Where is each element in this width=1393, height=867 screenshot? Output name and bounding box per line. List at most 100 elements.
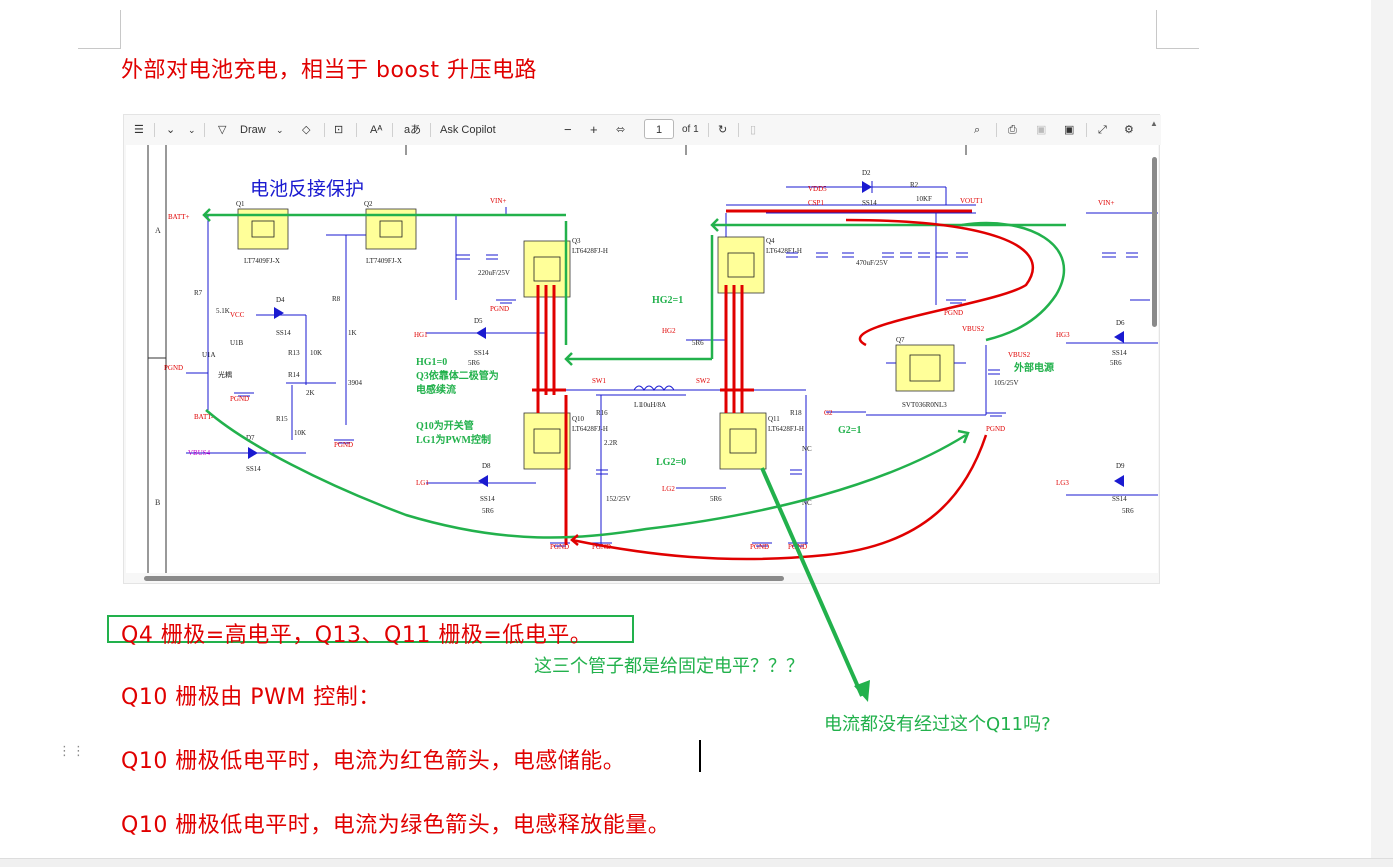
pgnd-label: PGND — [986, 425, 1005, 433]
row-marker-a: A — [155, 226, 161, 235]
pgnd-label: PGND — [788, 543, 807, 551]
u1-label: U1A — [202, 351, 216, 359]
annot-q10-2: LG1为PWM控制 — [416, 433, 491, 446]
settings-icon[interactable]: ⚙ — [1124, 124, 1134, 136]
annot-hg1: HG1=0 — [416, 357, 447, 368]
l1-value: 10uH/8A — [640, 401, 666, 409]
print-icon[interactable]: ⎙ — [1008, 124, 1017, 136]
two-page-icon[interactable]: ▯ — [750, 124, 757, 136]
net-vbus4: VBUS4 — [188, 449, 211, 457]
annot-q10-1: Q10为开关管 — [416, 419, 474, 432]
pdf-viewer[interactable]: ☰ ⌄ ⌄ ▽ Draw ⌄ ◇ ⊡ Aᴬ aあ Ask Copilot − +… — [123, 114, 1161, 584]
u1b-label: U1B — [230, 339, 244, 347]
fit-width-icon[interactable]: ⬄ — [616, 124, 626, 136]
pgnd-label: PGND — [334, 441, 353, 449]
vertical-scrollbar[interactable] — [1152, 157, 1157, 327]
r18-value: NC — [802, 445, 812, 453]
d8-label: D8 — [482, 462, 491, 470]
zoom-in-button[interactable]: + — [590, 122, 598, 137]
ask-copilot-button[interactable]: Ask Copilot — [440, 124, 496, 136]
q7-label: Q7 — [896, 336, 905, 344]
schematic-title: 电池反接保护 — [250, 178, 364, 200]
pgnd-label: PGND — [490, 305, 509, 313]
net-vin-right: VIN+ — [1098, 199, 1114, 207]
r15-label: R15 — [276, 415, 288, 423]
separator — [356, 123, 357, 137]
horizontal-scrollbar[interactable] — [144, 576, 784, 581]
annot-lg2: LG2=0 — [656, 457, 686, 468]
fullscreen-icon[interactable]: ⤢ — [1098, 124, 1107, 136]
draw-button[interactable]: Draw — [240, 124, 266, 136]
line-pwm: Q10 栅极由 PWM 控制： — [121, 685, 381, 710]
photo-label: 光耦 — [218, 370, 232, 379]
r16-label: R16 — [596, 409, 608, 417]
contents-icon[interactable]: ☰ — [134, 124, 144, 136]
chip-q7 — [895, 344, 955, 392]
r15-value: 10K — [294, 429, 306, 437]
r16-value: 2.2R — [604, 439, 618, 447]
highlight-icon[interactable]: ⌄ — [166, 124, 176, 136]
scroll-up-icon[interactable]: ▲ — [1150, 119, 1158, 128]
search-icon[interactable]: ⌕ — [974, 124, 981, 136]
line-green: Q10 栅极低电平时，电流为绿色箭头，电感释放能量。 — [121, 813, 671, 838]
translate-icon[interactable]: aあ — [404, 124, 422, 136]
pgnd-label: PGND — [550, 543, 569, 551]
d6-label: D6 — [1116, 319, 1125, 327]
draw-icon[interactable]: ▽ — [218, 124, 227, 136]
line-red: Q10 栅极低电平时，电流为红色箭头，电感储能。 — [121, 749, 626, 774]
document-scrollbar[interactable] — [1371, 0, 1393, 866]
diode-symbols — [248, 181, 1124, 487]
page-number-input[interactable]: 1 — [644, 119, 674, 139]
q10-type: LT6428FJ-H — [572, 425, 608, 433]
separator — [430, 123, 431, 137]
r11-value: 5R6 — [468, 359, 480, 367]
r20-value: 5R6 — [710, 495, 722, 503]
net-vin: VIN+ — [490, 197, 506, 205]
separator — [738, 123, 739, 137]
q10-label: Q10 — [572, 415, 585, 423]
net-lg3: LG3 — [1056, 479, 1069, 487]
save-icon[interactable]: ▣ — [1036, 124, 1047, 136]
page-total: of 1 — [682, 124, 699, 135]
d2-label: D2 — [862, 169, 871, 177]
pgnd-label: PGND — [750, 543, 769, 551]
d7-type: SS14 — [246, 465, 261, 473]
c27-value: 152/25V — [606, 495, 631, 503]
separator — [708, 123, 709, 137]
r14-value: 2K — [306, 389, 315, 397]
eraser-icon[interactable]: ◇ — [302, 124, 311, 136]
q3-type: LT6428FJ-H — [572, 247, 608, 255]
page-corner-right — [1156, 10, 1199, 49]
r5-value: 5R6 — [692, 339, 704, 347]
r8-label: R8 — [332, 295, 341, 303]
net-csp1: CSP1 — [808, 199, 824, 207]
d5-type: SS14 — [474, 349, 489, 357]
q4-type: LT6428FJ-H — [766, 247, 802, 255]
textbox-icon[interactable]: ⊡ — [334, 124, 344, 136]
red-current-paths — [532, 209, 972, 545]
r12-value: 5R6 — [1110, 359, 1122, 367]
annot-hg2: HG2=1 — [652, 295, 683, 306]
r13-label: R13 — [288, 349, 300, 357]
c24-value: 105/25V — [994, 379, 1019, 387]
q1-type: LT7409FJ-X — [244, 257, 280, 265]
read-aloud-icon[interactable]: Aᴬ — [370, 124, 383, 136]
separator — [204, 123, 205, 137]
save-as-icon[interactable]: ▣ — [1064, 124, 1075, 136]
zoom-out-button[interactable]: − — [564, 122, 572, 137]
chevron-down-icon[interactable]: ⌄ — [188, 125, 196, 135]
net-batt-plus: BATT+ — [168, 213, 190, 221]
q11-type: LT6428FJ-H — [768, 425, 804, 433]
row-marker-b: B — [155, 498, 160, 507]
rotate-icon[interactable]: ↻ — [718, 124, 728, 136]
net-hg2: HG2 — [662, 327, 676, 335]
separator — [324, 123, 325, 137]
drag-handle-icon[interactable]: ⋮⋮ — [58, 744, 86, 759]
q3-label: Q3 — [572, 237, 581, 245]
chevron-down-icon[interactable]: ⌄ — [276, 125, 284, 135]
status-bar — [0, 858, 1393, 867]
net-hg3: HG3 — [1056, 331, 1070, 339]
r23-value: 5R6 — [1122, 507, 1134, 515]
pdf-toolbar: ☰ ⌄ ⌄ ▽ Draw ⌄ ◇ ⊡ Aᴬ aあ Ask Copilot − +… — [124, 115, 1161, 145]
d8-type: SS14 — [480, 495, 495, 503]
